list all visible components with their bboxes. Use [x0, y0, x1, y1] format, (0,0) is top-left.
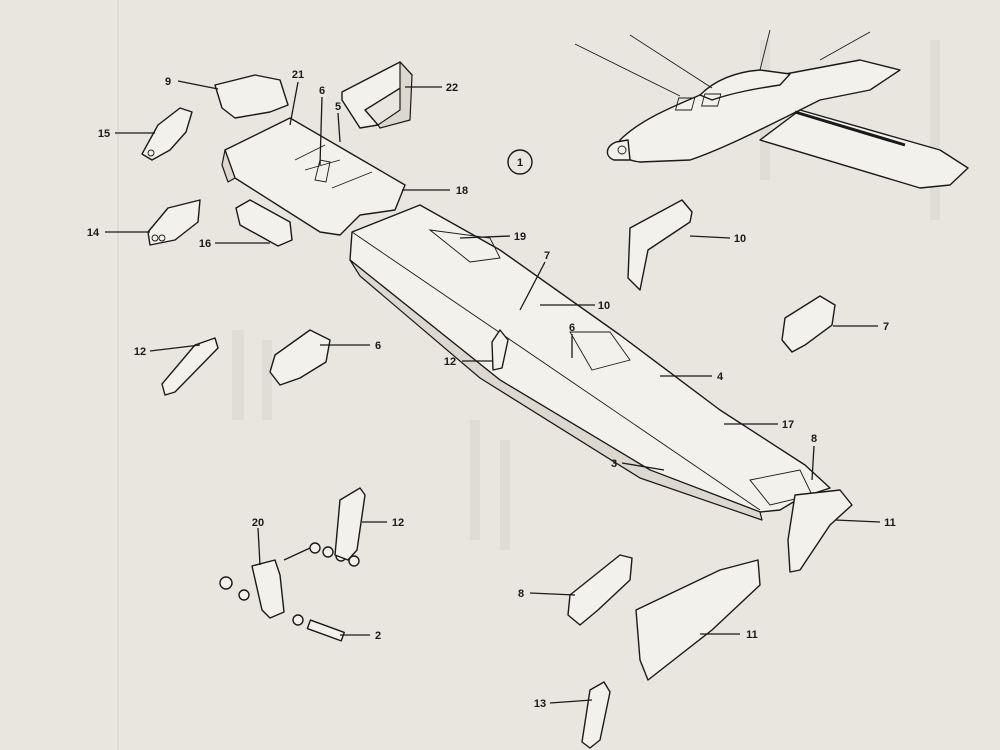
- callout-11: 11: [884, 517, 896, 529]
- callout-11b: 11: [746, 629, 758, 641]
- leader-lines: [105, 80, 881, 704]
- part-bracket-20-hardware: [219, 542, 360, 642]
- part-bracket-22: [341, 61, 413, 129]
- callout-8b: 8: [518, 588, 524, 600]
- callout-4: 4: [717, 371, 724, 383]
- callout-2: 2: [375, 630, 381, 642]
- part-tip-fairing-11a: [787, 489, 853, 573]
- part-strip-13: [581, 681, 611, 749]
- callout-17: 17: [782, 419, 794, 431]
- part-fitting-6a: [269, 329, 331, 386]
- callout-21: 21: [292, 69, 304, 81]
- callout-5: 5: [335, 101, 341, 113]
- part-gusset-10a: [627, 199, 693, 291]
- figure-number: 1: [517, 157, 523, 169]
- part-fairing-9: [214, 74, 289, 119]
- callout-10: 10: [734, 233, 746, 245]
- callout-22: 22: [446, 82, 458, 94]
- part-flap-main: [349, 204, 831, 521]
- callout-12b: 12: [444, 356, 456, 368]
- callout-12c: 12: [392, 517, 404, 529]
- part-block-7: [781, 295, 836, 353]
- callout-18: 18: [456, 185, 468, 197]
- part-channel-16: [235, 199, 293, 247]
- figure-number-badge: 1: [507, 149, 533, 175]
- callout-6c: 6: [569, 322, 575, 334]
- part-link-12c: [334, 487, 366, 561]
- callout-3: 3: [611, 458, 617, 470]
- part-link-12a: [161, 337, 219, 396]
- callout-7b: 7: [883, 321, 889, 333]
- callout-15: 15: [98, 128, 110, 140]
- callout-16: 16: [199, 238, 211, 250]
- callout-8: 8: [811, 433, 817, 445]
- callout-13: 13: [534, 698, 546, 710]
- aircraft-locator-view: [574, 29, 969, 189]
- part-link-12b: [491, 329, 509, 371]
- callout-10b: 10: [598, 300, 610, 312]
- part-flap-inboard: [221, 117, 406, 236]
- part-fairing-8b: [567, 554, 633, 626]
- callout-6b: 6: [375, 340, 381, 352]
- callout-6: 6: [319, 85, 325, 97]
- callout-7: 7: [544, 250, 550, 262]
- callout-9: 9: [165, 76, 171, 88]
- part-tip-fairing-11b: [635, 559, 761, 681]
- part-hinge-15: [141, 107, 193, 161]
- callout-labels: 9 21 6 5 22 15 18 14 16 19 10 7 10 7 12 …: [87, 69, 896, 710]
- callout-20: 20: [252, 517, 264, 529]
- callout-19: 19: [514, 231, 526, 243]
- callout-12: 12: [134, 346, 146, 358]
- callout-14: 14: [87, 227, 100, 239]
